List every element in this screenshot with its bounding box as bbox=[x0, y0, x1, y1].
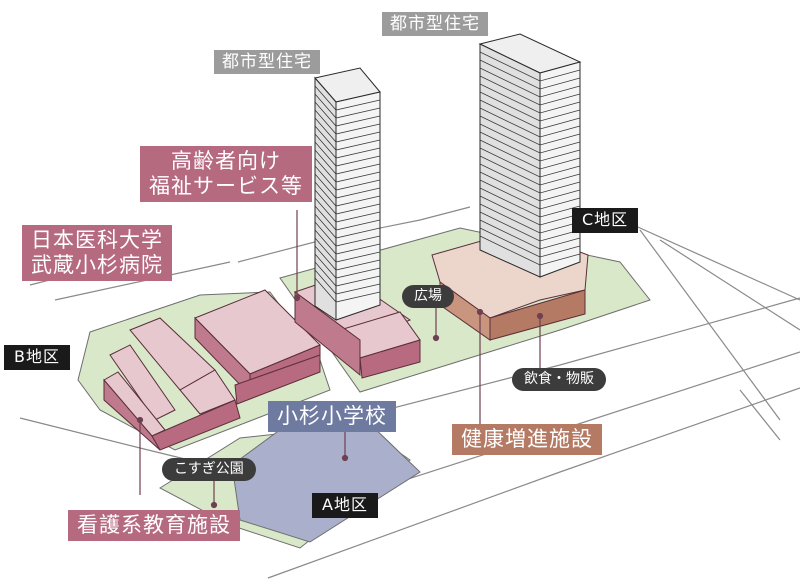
district-c-label: C地区 bbox=[572, 208, 639, 233]
district-b-label: B地区 bbox=[4, 345, 70, 370]
plaza-label: 広場 bbox=[402, 285, 454, 308]
elderly-welfare-label: 高齢者向け 福祉サービス等 bbox=[140, 146, 312, 202]
leader-lines bbox=[136, 210, 544, 509]
nursing-school-label: 看護系教育施設 bbox=[68, 510, 240, 541]
tower-left-label: 都市型住宅 bbox=[214, 50, 320, 75]
district-a-label: A地区 bbox=[312, 493, 378, 518]
hospital-buildings bbox=[103, 289, 321, 451]
food-goods-label: 飲食・物販 bbox=[512, 368, 606, 391]
tower-right bbox=[478, 33, 582, 278]
tower-left bbox=[314, 67, 381, 321]
hospital-label: 日本医科大学 武蔵小杉病院 bbox=[22, 225, 172, 281]
park-label: こすぎ公園 bbox=[162, 458, 256, 481]
health-facility-label: 健康増進施設 bbox=[452, 424, 602, 455]
school-area bbox=[231, 414, 421, 543]
tower-right-label: 都市型住宅 bbox=[382, 12, 488, 37]
school-label: 小杉小学校 bbox=[268, 401, 396, 432]
